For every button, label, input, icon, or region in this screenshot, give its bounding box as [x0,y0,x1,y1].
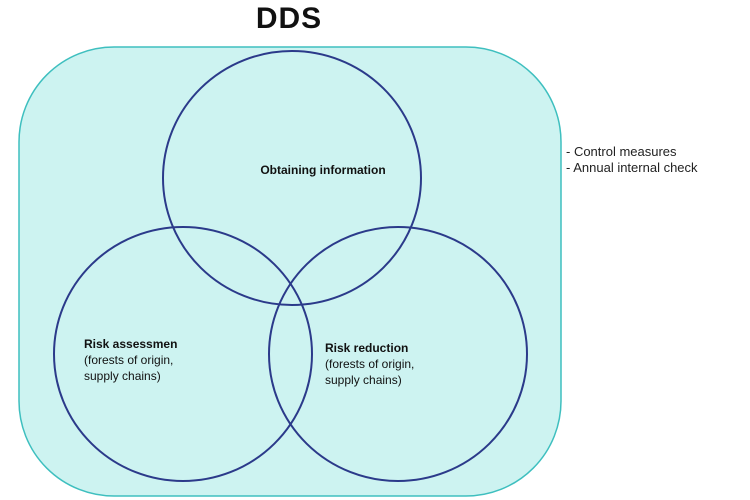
risk-reduction-line-2: supply chains) [325,373,402,387]
risk-assessment-heading: Risk assessmen [84,337,178,351]
circle-risk-reduction [268,226,528,482]
label-risk-assessment: Risk assessmen (forests of origin, suppl… [84,336,254,384]
risk-reduction-heading: Risk reduction [325,341,409,355]
diagram-title: DDS [255,2,323,35]
circle-obtaining-information [162,50,422,306]
label-risk-reduction: Risk reduction (forests of origin, suppl… [325,340,495,388]
label-obtaining-information: Obtaining information [260,163,386,177]
risk-reduction-line-1: (forests of origin, [325,357,415,371]
dds-container [18,46,562,497]
side-note-annual-check: - Annual internal check [566,160,698,175]
side-note-control-measures: - Control measures [566,144,677,159]
risk-assessment-line-1: (forests of origin, [84,353,174,367]
circle-risk-assessment [53,226,313,482]
side-notes: - Control measures - Annual internal che… [566,144,698,176]
risk-assessment-line-2: supply chains) [84,369,161,383]
